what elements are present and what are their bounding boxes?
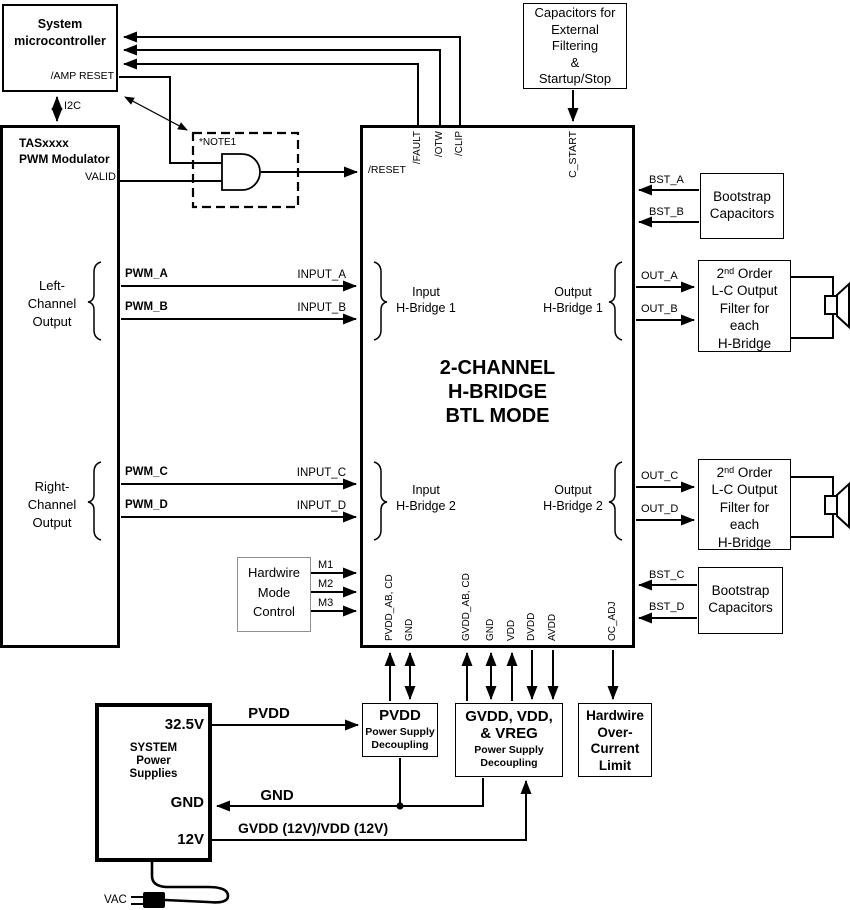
oc-adj-pin-label: OC_ADJ xyxy=(607,601,618,641)
pwm-a-label: PWM_A xyxy=(125,268,168,280)
external-caps-label: Capacitors for External Filtering & Star… xyxy=(534,5,616,87)
hbridge-chip-box xyxy=(360,125,635,648)
microcontroller-label: System microcontroller xyxy=(14,17,106,48)
bst-d-label: BST_D xyxy=(649,601,685,613)
wire-fault xyxy=(123,58,419,127)
wire-otw xyxy=(123,44,441,127)
bootstrap-caps2-label: Bootstrap Capacitors xyxy=(708,583,773,615)
out-a-label: OUT_A xyxy=(641,270,678,282)
system-power-supplies-box xyxy=(95,703,212,862)
plug-icon xyxy=(131,892,165,908)
supply-gnd-label: GND xyxy=(170,794,204,811)
clip-pin-label: /CLIP xyxy=(454,131,465,157)
bootstrap-caps-box-2 xyxy=(698,567,783,634)
wire-clip xyxy=(123,31,461,127)
note1-pointer-arrow xyxy=(124,96,188,131)
gvdd-decoupling-box xyxy=(455,703,563,777)
input-a-label: INPUT_A xyxy=(297,269,346,281)
m2-pin-label: M2 xyxy=(318,578,334,590)
gvdd-decoupling-subtitle: Power Supply Decoupling xyxy=(474,744,544,769)
right-channel-label: Right- Channel Output xyxy=(27,479,77,530)
bst-c-label: BST_C xyxy=(649,569,685,581)
pvdd-ab-cd-pin-label: PVDD_AB, CD xyxy=(384,574,395,641)
overcurrent-limit-box xyxy=(578,703,652,777)
amp-reset-pin-label: /AMP RESET xyxy=(50,70,114,82)
hardwire-mode-control-box xyxy=(237,557,311,632)
input-d-label: INPUT_D xyxy=(296,500,346,512)
input-hbridge1-label: Input H-Bridge 1 xyxy=(396,285,456,315)
out-d-label: OUT_D xyxy=(641,503,679,515)
gnd1-pin-label: GND xyxy=(404,618,415,641)
hbridge-chip-title: 2-CHANNEL H-BRIDGE BTL MODE xyxy=(439,357,556,427)
speaker-icon-2 xyxy=(791,476,850,538)
pvdd-rail-label: PVDD xyxy=(248,705,290,722)
pvdd-decoupling-title: PVDD xyxy=(379,707,421,724)
out-b-label: OUT_B xyxy=(641,303,678,315)
left-channel-label: Left- Channel Output xyxy=(27,278,77,329)
supply-12v-label: 12V xyxy=(177,831,204,848)
vac-cord xyxy=(150,861,230,904)
m1-pin-label: M1 xyxy=(318,559,334,571)
valid-pin-label: VALID xyxy=(85,171,116,183)
input-c-label: INPUT_C xyxy=(296,467,346,479)
bst-b-label: BST_B xyxy=(649,206,684,218)
supply-32v5-label: 32.5V xyxy=(164,716,204,733)
output-hbridge1-label: Output H-Bridge 1 xyxy=(543,285,603,315)
bootstrap-caps1-label: Bootstrap Capacitors xyxy=(709,189,775,221)
pwm-b-label: PWM_B xyxy=(125,301,168,313)
out-c-label: OUT_C xyxy=(641,470,679,482)
vdd-pin-label: VDD xyxy=(506,619,517,641)
note1-label: *NOTE1 xyxy=(199,137,237,148)
lc-filter-box-2 xyxy=(698,459,791,550)
pvdd-decoupling-box xyxy=(362,703,438,757)
gnd-junction-dot xyxy=(396,802,404,810)
gnd-rail-label: GND xyxy=(260,787,294,804)
input-hbridge2-label: Input H-Bridge 2 xyxy=(396,483,456,513)
bootstrap-caps-box-1 xyxy=(700,173,784,239)
m3-pin-label: M3 xyxy=(318,597,334,609)
pwm-d-label: PWM_D xyxy=(125,499,168,511)
gnd2-pin-label: GND xyxy=(485,618,496,641)
lc-filter-box-1 xyxy=(698,260,791,352)
hardwire-mode-label: Hardwire Mode Control xyxy=(247,565,300,619)
and-gate-icon xyxy=(221,153,261,191)
otw-pin-label: /OTW xyxy=(434,131,445,158)
wire-amp-reset xyxy=(119,76,221,164)
pwm-modulator-box xyxy=(0,125,120,648)
system-microcontroller-box xyxy=(2,4,118,92)
fault-pin-label: /FAULT xyxy=(412,131,423,165)
i2c-label: I2C xyxy=(64,100,82,112)
pwm-modulator-label: TASxxxx PWM Modulator xyxy=(19,136,110,166)
dvdd-pin-label: DVDD xyxy=(526,612,537,641)
external-caps-box xyxy=(523,3,627,89)
gvdd-ab-cd-pin-label: GVDD_AB, CD xyxy=(461,573,472,641)
overcurrent-limit-label: Hardwire Over- Current Limit xyxy=(586,708,644,773)
system-power-label: SYSTEM Power Supplies xyxy=(129,742,178,780)
avdd-pin-label: AVDD xyxy=(547,613,558,641)
gvdd-vdd-rail-label: GVDD (12V)/VDD (12V) xyxy=(238,820,389,836)
vac-label: VAC xyxy=(104,894,127,906)
pwm-c-label: PWM_C xyxy=(125,466,168,478)
pvdd-decoupling-subtitle: Power Supply Decoupling xyxy=(365,726,435,751)
gvdd-decoupling-title: GVDD, VDD, & VREG xyxy=(465,708,553,742)
output-hbridge2-label: Output H-Bridge 2 xyxy=(543,483,603,513)
reset-pin-label: /RESET xyxy=(368,164,406,176)
input-b-label: INPUT_B xyxy=(297,302,346,314)
bst-a-label: BST_A xyxy=(649,174,684,186)
c-start-pin-label: C_START xyxy=(567,131,579,178)
speaker-icon-1 xyxy=(791,276,850,339)
